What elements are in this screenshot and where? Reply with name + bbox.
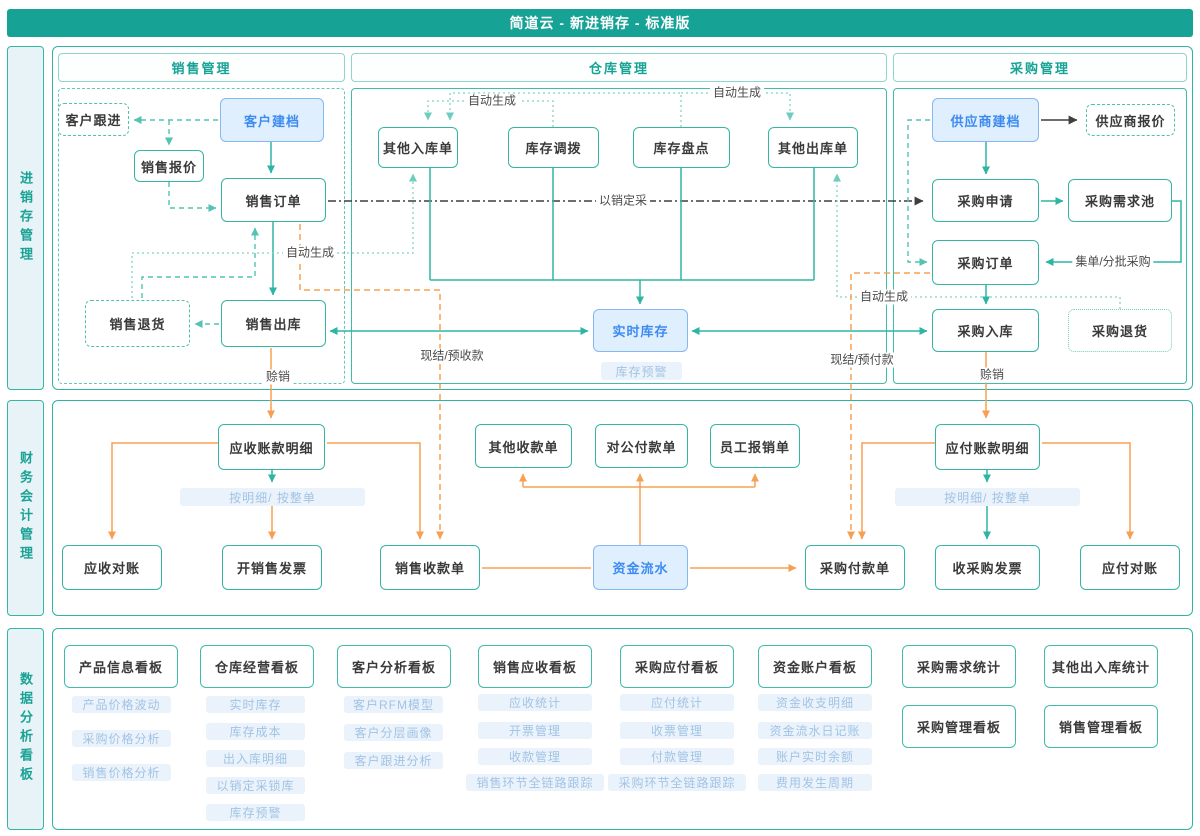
edge-label-credit-purchase: 赊销	[976, 367, 1008, 383]
pill-purchap-0: 应付统计	[620, 694, 734, 711]
pill-warehouse-1: 库存成本	[206, 723, 305, 740]
section-header-purchase: 采购管理	[893, 53, 1187, 82]
node-corp-payment[interactable]: 对公付款单	[595, 424, 688, 468]
node-employee-expense[interactable]: 员工报销单	[710, 424, 800, 468]
node-purchase-inbound[interactable]: 采购入库	[932, 309, 1039, 352]
card-customer-analysis[interactable]: 客户分析看板	[337, 645, 451, 688]
tag-stock-alert: 库存预警	[601, 362, 682, 380]
pill-customer-0: 客户RFM模型	[344, 696, 443, 713]
pill-customer-2: 客户跟进分析	[344, 752, 443, 769]
pill-funds-1: 资金流水日记账	[758, 722, 872, 739]
card-purchase-demand[interactable]: 采购需求统计	[902, 645, 1016, 688]
node-realtime-stock[interactable]: 实时库存	[593, 309, 688, 352]
edge-label-cash-receive: 现结/预收款	[417, 348, 487, 364]
node-other-inbound[interactable]: 其他入库单	[378, 127, 458, 168]
pill-salesar-0: 应收统计	[478, 694, 592, 711]
node-sales-outbound[interactable]: 销售出库	[221, 300, 326, 347]
pill-warehouse-4: 库存预警	[206, 804, 305, 821]
edge-label-sale-driven: 以销定采	[595, 193, 651, 209]
pill-customer-1: 客户分层画像	[344, 724, 443, 741]
card-funds-account[interactable]: 资金账户看板	[758, 645, 872, 688]
pill-warehouse-3: 以销定采锁库	[206, 777, 305, 794]
section-header-warehouse: 仓库管理	[351, 53, 887, 82]
edge-label-cash-pay: 现结/预付款	[827, 352, 897, 368]
edge-label-batch: 集单/分批采购	[1072, 254, 1154, 270]
card-warehouse-ops[interactable]: 仓库经营看板	[200, 645, 314, 688]
card-purchase-ap[interactable]: 采购应付看板	[620, 645, 734, 688]
side-label-inventory: 进销存管理	[7, 46, 44, 390]
node-sales-order[interactable]: 销售订单	[221, 178, 326, 222]
node-sales-invoice[interactable]: 开销售发票	[222, 545, 322, 590]
tag-ap-split: 按明细/ 按整单	[895, 488, 1080, 506]
pill-warehouse-2: 出入库明细	[206, 750, 305, 767]
edge-label-autogen-sales: 自动生成	[282, 245, 338, 261]
node-purchase-request[interactable]: 采购申请	[932, 179, 1039, 222]
node-ar-recon[interactable]: 应收对账	[62, 545, 162, 590]
section-header-sales: 销售管理	[58, 53, 345, 82]
card-sales-ar[interactable]: 销售应收看板	[478, 645, 592, 688]
edge-label-autogen-wh-left: 自动生成	[464, 93, 520, 109]
pill-funds-2: 账户实时余额	[758, 748, 872, 765]
pill-purchap-3: 采购环节全链路跟踪	[608, 774, 746, 791]
card-other-io-stats[interactable]: 其他出入库统计	[1044, 645, 1158, 688]
page-title: 简道云 - 新进销存 - 标准版	[7, 9, 1193, 37]
pill-funds-3: 费用发生周期	[758, 774, 872, 791]
node-customer-archive[interactable]: 客户建档	[220, 98, 324, 142]
edge-label-autogen-purchase: 自动生成	[856, 289, 912, 305]
side-label-finance: 财务会计管理	[7, 400, 44, 616]
node-purchase-return[interactable]: 采购退货	[1068, 309, 1172, 352]
node-stock-count[interactable]: 库存盘点	[633, 127, 730, 168]
node-purchase-pool[interactable]: 采购需求池	[1068, 179, 1172, 222]
edge-label-autogen-wh-right: 自动生成	[709, 85, 765, 101]
pill-purchap-2: 付款管理	[620, 748, 734, 765]
node-supplier-archive[interactable]: 供应商建档	[932, 98, 1039, 142]
node-sales-return[interactable]: 销售退货	[85, 300, 190, 347]
pill-product-2: 销售价格分析	[72, 764, 171, 781]
card-sales-mgmt[interactable]: 销售管理看板	[1044, 705, 1158, 748]
pill-salesar-1: 开票管理	[478, 722, 592, 739]
node-sales-quote[interactable]: 销售报价	[134, 150, 204, 182]
node-customer-follow[interactable]: 客户跟进	[58, 103, 129, 136]
tag-ar-split: 按明细/ 按整单	[180, 488, 365, 506]
node-purchase-payment[interactable]: 采购付款单	[805, 545, 905, 590]
pill-funds-0: 资金收支明细	[758, 694, 872, 711]
node-ap-detail[interactable]: 应付账款明细	[935, 424, 1040, 470]
pill-salesar-2: 收款管理	[478, 748, 592, 765]
node-other-receipt[interactable]: 其他收款单	[475, 424, 572, 468]
side-label-dashboard: 数据分析看板	[7, 628, 44, 830]
node-ap-recon[interactable]: 应付对账	[1080, 545, 1180, 590]
node-purchase-invoice[interactable]: 收采购发票	[935, 545, 1040, 590]
node-stock-transfer[interactable]: 库存调拨	[508, 127, 599, 168]
pill-salesar-3: 销售环节全链路跟踪	[466, 774, 604, 791]
edge-label-credit-sales: 赊销	[262, 369, 294, 385]
pill-product-0: 产品价格波动	[72, 696, 171, 713]
pill-purchap-1: 收票管理	[620, 722, 734, 739]
pill-product-1: 采购价格分析	[72, 730, 171, 747]
node-ar-detail[interactable]: 应收账款明细	[218, 424, 325, 470]
card-product-info[interactable]: 产品信息看板	[64, 645, 178, 688]
pill-warehouse-0: 实时库存	[206, 696, 305, 713]
node-other-outbound[interactable]: 其他出库单	[768, 127, 858, 168]
node-purchase-order[interactable]: 采购订单	[932, 240, 1039, 285]
card-purchase-mgmt[interactable]: 采购管理看板	[902, 705, 1016, 748]
node-supplier-quote[interactable]: 供应商报价	[1086, 104, 1175, 136]
node-sales-receipt[interactable]: 销售收款单	[380, 545, 480, 590]
node-cash-flow[interactable]: 资金流水	[593, 545, 688, 590]
